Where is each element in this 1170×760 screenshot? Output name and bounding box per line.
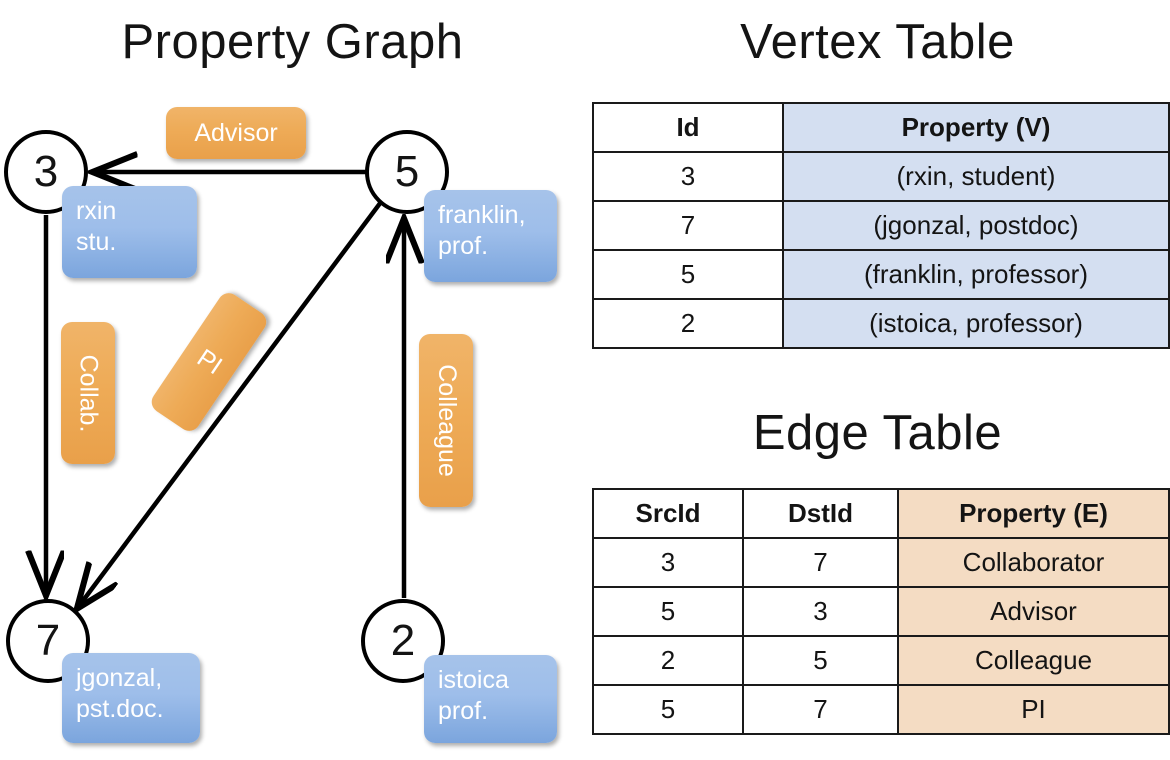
- vertex-id-cell: 5: [592, 249, 784, 300]
- vertex-property-box-franklin: franklin, prof.: [424, 190, 557, 282]
- vertex-table-header-row: Id Property (V): [592, 102, 1170, 153]
- vertex-table-header-property: Property (V): [782, 102, 1170, 153]
- vertex-property-box-jgonzal: jgonzal, pst.doc.: [62, 653, 200, 743]
- page-title-vertex-table: Vertex Table: [740, 15, 1015, 69]
- edge-property-cell: PI: [897, 684, 1170, 735]
- vertex-id-cell: 3: [592, 151, 784, 202]
- vertex-table: Id Property (V) 3 (rxin, student) 7 (jgo…: [592, 102, 1170, 349]
- table-row: 7 (jgonzal, postdoc): [592, 200, 1170, 251]
- page-title-edge-table: Edge Table: [752, 406, 1003, 460]
- table-row: 5 7 PI: [592, 684, 1170, 735]
- vertex-property-cell: (franklin, professor): [782, 249, 1170, 300]
- vertex-table-header-id: Id: [592, 102, 784, 153]
- edge-table-header-property: Property (E): [897, 488, 1170, 539]
- edge-dstid-cell: 5: [742, 635, 899, 686]
- edge-table-header-row: SrcId DstId Property (E): [592, 488, 1170, 539]
- edge-property-box-colleague: Colleague: [419, 334, 473, 507]
- graph-node-5[interactable]: 5: [365, 130, 449, 214]
- edge-table-header-srcid: SrcId: [592, 488, 744, 539]
- edge-srcid-cell: 5: [592, 586, 744, 637]
- edge-dstid-cell: 3: [742, 586, 899, 637]
- vertex-property-cell: (rxin, student): [782, 151, 1170, 202]
- edge-label-advisor: Advisor: [194, 118, 278, 147]
- property-graph-diagram: 3 5 7 2 rxin stu. franklin, prof. jgonza…: [0, 0, 585, 760]
- edge-dstid-cell: 7: [742, 684, 899, 735]
- graph-node-2[interactable]: 2: [361, 599, 445, 683]
- edge-srcid-cell: 5: [592, 684, 744, 735]
- edge-property-cell: Colleague: [897, 635, 1170, 686]
- edge-table-header-dstid: DstId: [742, 488, 899, 539]
- table-row: 5 3 Advisor: [592, 586, 1170, 637]
- edge-table: SrcId DstId Property (E) 3 7 Collaborato…: [592, 488, 1170, 735]
- graph-edges-svg: [0, 0, 585, 760]
- edge-label-pi: PI: [191, 343, 227, 380]
- vertex-property-box-istoica: istoica prof.: [424, 655, 557, 743]
- vertex-property-cell: (jgonzal, postdoc): [782, 200, 1170, 251]
- edge-dstid-cell: 7: [742, 537, 899, 588]
- edge-property-box-collab: Collab.: [61, 322, 115, 464]
- vertex-property-box-rxin: rxin stu.: [62, 186, 197, 278]
- vertex-property-cell: (istoica, professor): [782, 298, 1170, 349]
- table-row: 5 (franklin, professor): [592, 249, 1170, 300]
- table-row: 2 5 Colleague: [592, 635, 1170, 686]
- page-title-property-graph: Property Graph: [121, 15, 464, 69]
- edge-srcid-cell: 3: [592, 537, 744, 588]
- edge-property-cell: Advisor: [897, 586, 1170, 637]
- vertex-id-cell: 2: [592, 298, 784, 349]
- edge-label-colleague: Colleague: [432, 364, 461, 477]
- table-row: 3 7 Collaborator: [592, 537, 1170, 588]
- edge-label-collab: Collab.: [74, 354, 103, 432]
- edge-5-to-7: [79, 200, 383, 606]
- vertex-id-cell: 7: [592, 200, 784, 251]
- table-row: 2 (istoica, professor): [592, 298, 1170, 349]
- edge-property-cell: Collaborator: [897, 537, 1170, 588]
- table-row: 3 (rxin, student): [592, 151, 1170, 202]
- edge-srcid-cell: 2: [592, 635, 744, 686]
- edge-property-box-advisor: Advisor: [166, 107, 306, 159]
